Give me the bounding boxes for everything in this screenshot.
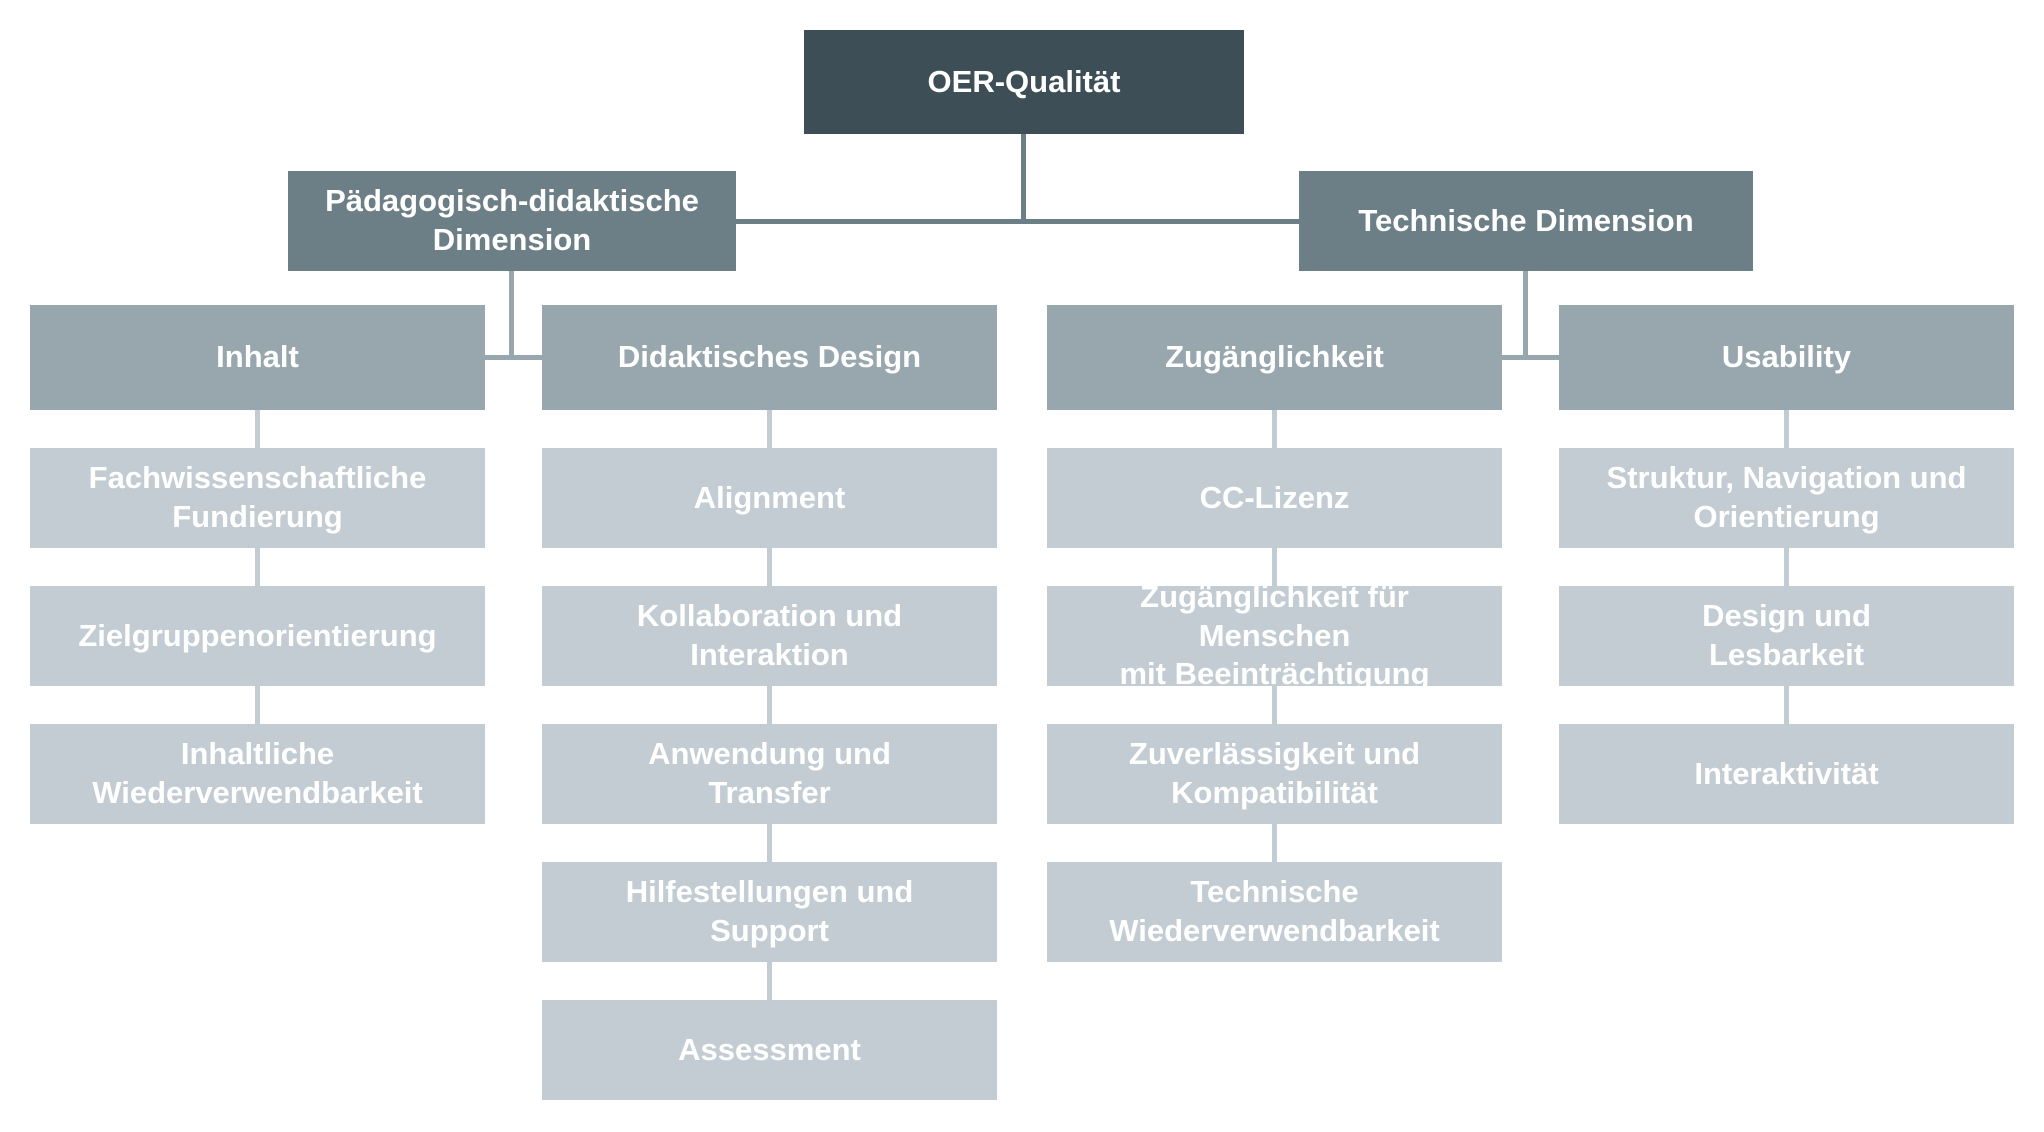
category-box-zugaenglichkeit: Zugänglichkeit bbox=[1047, 305, 1502, 410]
item-box-hilfestellungen-support: Hilfestellungen und Support bbox=[542, 862, 997, 962]
connector-technisch-vertical bbox=[1523, 271, 1528, 360]
connector-col2-1 bbox=[767, 410, 772, 448]
connector-root-vertical bbox=[1021, 134, 1026, 221]
connector-col3-2 bbox=[1272, 548, 1277, 586]
connector-col3-4 bbox=[1272, 824, 1277, 862]
connector-col1-2 bbox=[255, 548, 260, 586]
connector-technisch-horizontal bbox=[1502, 355, 1559, 360]
connector-col2-4 bbox=[767, 824, 772, 862]
connector-col3-1 bbox=[1272, 410, 1277, 448]
item-box-fachwissenschaftliche-fundierung: Fachwissenschaftliche Fundierung bbox=[30, 448, 485, 548]
dimension-box-technisch: Technische Dimension bbox=[1299, 171, 1753, 271]
connector-paedagogisch-horizontal bbox=[485, 355, 542, 360]
connector-col4-1 bbox=[1784, 410, 1789, 448]
item-box-interaktivitaet: Interaktivität bbox=[1559, 724, 2014, 824]
connector-col4-3 bbox=[1784, 686, 1789, 724]
item-box-technische-wiederverwendbarkeit: Technische Wiederverwendbarkeit bbox=[1047, 862, 1502, 962]
item-box-cc-lizenz: CC-Lizenz bbox=[1047, 448, 1502, 548]
item-box-kollaboration-interaktion: Kollaboration und Interaktion bbox=[542, 586, 997, 686]
item-box-struktur-navigation-orientierung: Struktur, Navigation und Orientierung bbox=[1559, 448, 2014, 548]
item-box-zugaenglichkeit-beeintraechtigung: Zugänglichkeit für Menschen mit Beeinträ… bbox=[1047, 579, 1502, 691]
dimension-box-paedagogisch-didaktisch: Pädagogisch-didaktische Dimension bbox=[288, 171, 736, 271]
item-box-zielgruppenorientierung: Zielgruppenorientierung bbox=[30, 586, 485, 686]
connector-col4-2 bbox=[1784, 548, 1789, 586]
connector-col2-3 bbox=[767, 686, 772, 724]
item-box-design-lesbarkeit: Design und Lesbarkeit bbox=[1559, 586, 2014, 686]
connector-col1-1 bbox=[255, 410, 260, 448]
connector-paedagogisch-vertical bbox=[509, 271, 514, 360]
category-box-usability: Usability bbox=[1559, 305, 2014, 410]
item-box-alignment: Alignment bbox=[542, 448, 997, 548]
item-box-assessment: Assessment bbox=[542, 1000, 997, 1100]
category-box-didaktisches-design: Didaktisches Design bbox=[542, 305, 997, 410]
connector-col3-3 bbox=[1272, 686, 1277, 724]
item-box-zuverlaessigkeit-kompatibilitaet: Zuverlässigkeit und Kompatibilität bbox=[1047, 724, 1502, 824]
item-box-inhaltliche-wiederverwendbarkeit: Inhaltliche Wiederverwendbarkeit bbox=[30, 724, 485, 824]
connector-root-horizontal bbox=[736, 219, 1299, 224]
root-box-oer-qualitaet: OER-Qualität bbox=[804, 30, 1244, 134]
connector-col1-3 bbox=[255, 686, 260, 724]
item-box-anwendung-transfer: Anwendung und Transfer bbox=[542, 724, 997, 824]
category-box-inhalt: Inhalt bbox=[30, 305, 485, 410]
connector-col2-2 bbox=[767, 548, 772, 586]
connector-col2-5 bbox=[767, 962, 772, 1000]
